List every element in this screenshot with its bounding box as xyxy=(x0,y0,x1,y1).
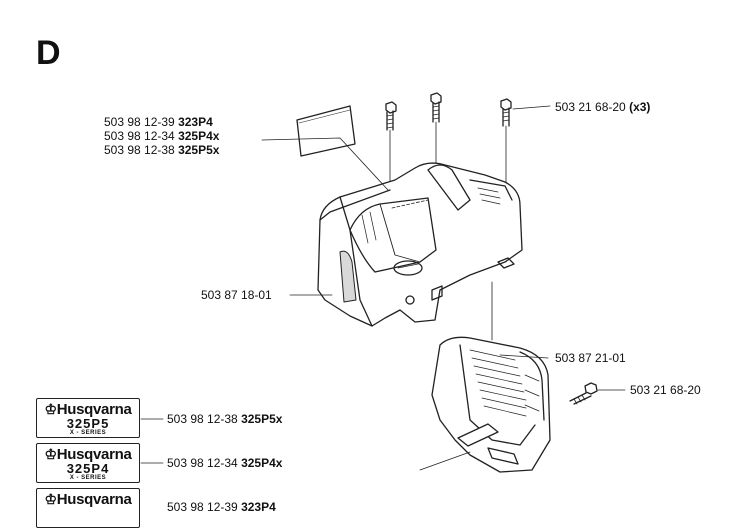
screw-left xyxy=(385,101,397,131)
cylinder-cover xyxy=(317,162,523,327)
screw-side xyxy=(569,382,626,405)
decal-325p4: ♔Husqvarna 325P4 X - SERIES xyxy=(36,443,140,483)
exploded-diagram xyxy=(140,92,626,473)
label-cover: 503 87 18-01 xyxy=(201,288,272,302)
decal-part-325p5: 503 98 12-38 325P5x xyxy=(167,412,283,426)
label-decal-2: 503 98 12-34 325P4x xyxy=(104,129,220,143)
label-plate xyxy=(296,105,356,157)
lower-cover xyxy=(419,336,551,473)
label-decal-3: 503 98 12-38 325P5x xyxy=(104,143,220,157)
decal-325p5: ♔Husqvarna 325P5 X - SERIES xyxy=(36,398,140,438)
husqvarna-crown-icon: ♔ xyxy=(44,491,57,507)
husqvarna-crown-icon: ♔ xyxy=(44,446,57,462)
section-letter: D xyxy=(36,34,61,72)
decal-part-325p4: 503 98 12-34 325P4x xyxy=(167,456,283,470)
label-screw-top: 503 21 68-20 (x3) xyxy=(555,100,651,114)
decal-323p4: ♔Husqvarna xyxy=(36,488,140,528)
label-decal-1: 503 98 12-39 323P4 xyxy=(104,115,213,129)
husqvarna-crown-icon: ♔ xyxy=(44,401,57,417)
decal-part-323p4: 503 98 12-39 323P4 xyxy=(167,500,276,514)
label-screw-side: 503 21 68-20 xyxy=(630,383,701,397)
screw-middle xyxy=(430,92,442,123)
label-lower-cover: 503 87 21-01 xyxy=(555,351,626,365)
screw-right xyxy=(500,98,512,127)
